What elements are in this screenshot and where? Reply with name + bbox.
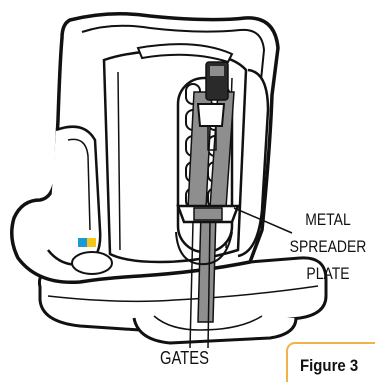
color-accent-icon bbox=[78, 238, 96, 247]
metal-spreader-plate-label: METAL SPREADER PLATE bbox=[287, 206, 369, 287]
plate-label-line-1: METAL bbox=[287, 206, 369, 233]
gates-label: GATES bbox=[160, 348, 209, 369]
plate-label-line-2: SPREADER bbox=[287, 233, 369, 260]
plate-label-line-3: PLATE bbox=[287, 260, 369, 287]
figure-tab: Figure 3 bbox=[286, 342, 375, 382]
figure-caption: Figure 3 bbox=[300, 356, 358, 376]
